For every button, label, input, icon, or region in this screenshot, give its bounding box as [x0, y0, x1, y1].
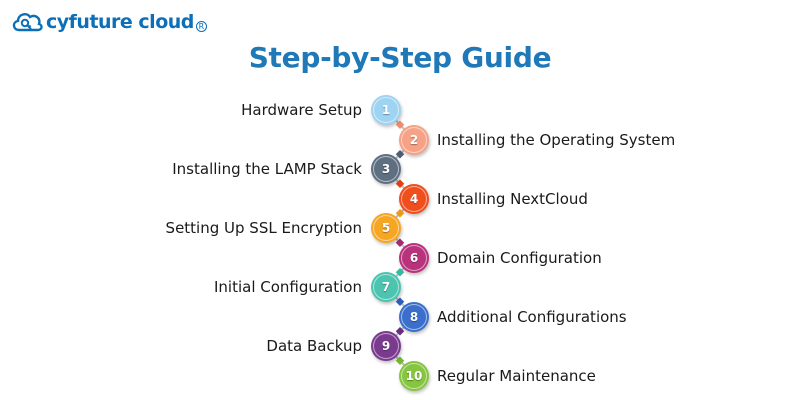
step-7-badge: 7 — [371, 272, 401, 302]
step-number: 10 — [401, 362, 427, 389]
step-2-label: Installing the Operating System — [437, 130, 676, 149]
step-9-label: Data Backup — [266, 337, 362, 355]
cloud-icon — [12, 13, 43, 32]
connector-dot — [395, 356, 405, 365]
step-7-label: Initial Configuration — [213, 278, 362, 296]
connector-dot — [395, 327, 405, 336]
connector-dot — [395, 209, 405, 218]
step-1-badge: 1 — [371, 95, 401, 125]
step-number: 7 — [373, 274, 399, 300]
step-5-label: Setting Up SSL Encryption — [165, 219, 362, 237]
step-3-badge: 3 — [371, 154, 401, 184]
step-8-label: Additional Configurations — [437, 307, 627, 326]
step-3-label: Installing the LAMP Stack — [172, 160, 362, 178]
step-number: 6 — [401, 244, 427, 271]
brand-logo: cyfuture cloud R — [10, 8, 207, 36]
step-4-badge: 4 — [399, 183, 429, 214]
connector-dot — [395, 179, 405, 188]
step-9-badge: 9 — [371, 331, 401, 361]
step-4-label: Installing NextCloud — [437, 189, 588, 208]
step-number: 2 — [401, 126, 427, 153]
step-number: 9 — [373, 333, 399, 359]
registered-mark: R — [195, 20, 207, 32]
step-number: 3 — [373, 156, 399, 182]
step-6-label: Domain Configuration — [437, 248, 602, 267]
connector-dot — [395, 268, 405, 277]
brand-name: cyfuture cloud — [46, 11, 194, 33]
connector-dot — [395, 120, 405, 129]
step-number: 8 — [401, 303, 427, 330]
step-number: 5 — [373, 215, 399, 241]
step-2-badge: 2 — [399, 124, 429, 155]
step-number: 1 — [373, 97, 399, 123]
step-10-badge: 10 — [399, 360, 429, 391]
step-number: 4 — [401, 185, 427, 212]
connector-dot — [395, 238, 405, 247]
connector-dot — [395, 297, 405, 306]
step-8-badge: 8 — [399, 301, 429, 332]
step-5-badge: 5 — [371, 213, 401, 243]
step-1-label: Hardware Setup — [241, 101, 362, 119]
page-title: Step-by-Step Guide — [248, 41, 552, 74]
step-6-badge: 6 — [399, 242, 429, 273]
connector-dot — [395, 150, 405, 159]
step-10-label: Regular Maintenance — [437, 366, 596, 385]
